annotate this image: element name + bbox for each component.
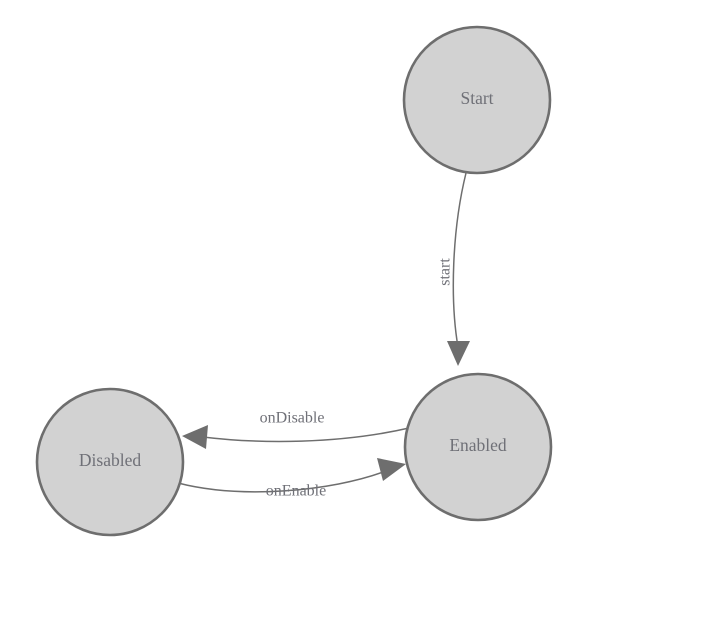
edge-path-start-to-enabled bbox=[452, 172, 467, 348]
edge-start-to-enabled[interactable]: start bbox=[437, 172, 470, 366]
arrowhead-disabled-to-enabled bbox=[377, 458, 406, 481]
node-shape-enabled bbox=[403, 372, 553, 522]
node-label-start: Start bbox=[460, 88, 493, 108]
node-label-disabled: Disabled bbox=[79, 450, 141, 470]
edge-disabled-to-enabled[interactable]: onEnable bbox=[177, 458, 406, 500]
edge-path-disabled-to-enabled bbox=[177, 470, 387, 493]
node-enabled[interactable]: Enabled bbox=[403, 372, 553, 522]
node-shape-start bbox=[402, 25, 552, 175]
edge-label-onenable: onEnable bbox=[266, 483, 326, 500]
node-label-enabled: Enabled bbox=[449, 435, 507, 455]
edge-label-start: start bbox=[437, 258, 454, 286]
edge-enabled-to-disabled[interactable]: onDisable bbox=[182, 410, 410, 449]
arrowhead-start-to-enabled bbox=[447, 341, 470, 366]
edge-label-ondisable: onDisable bbox=[260, 410, 325, 427]
arrowhead-enabled-to-disabled bbox=[182, 425, 208, 449]
edge-path-enabled-to-disabled bbox=[202, 427, 410, 443]
node-start[interactable]: Start bbox=[402, 25, 552, 175]
node-shape-disabled bbox=[35, 387, 185, 537]
node-disabled[interactable]: Disabled bbox=[35, 387, 185, 537]
